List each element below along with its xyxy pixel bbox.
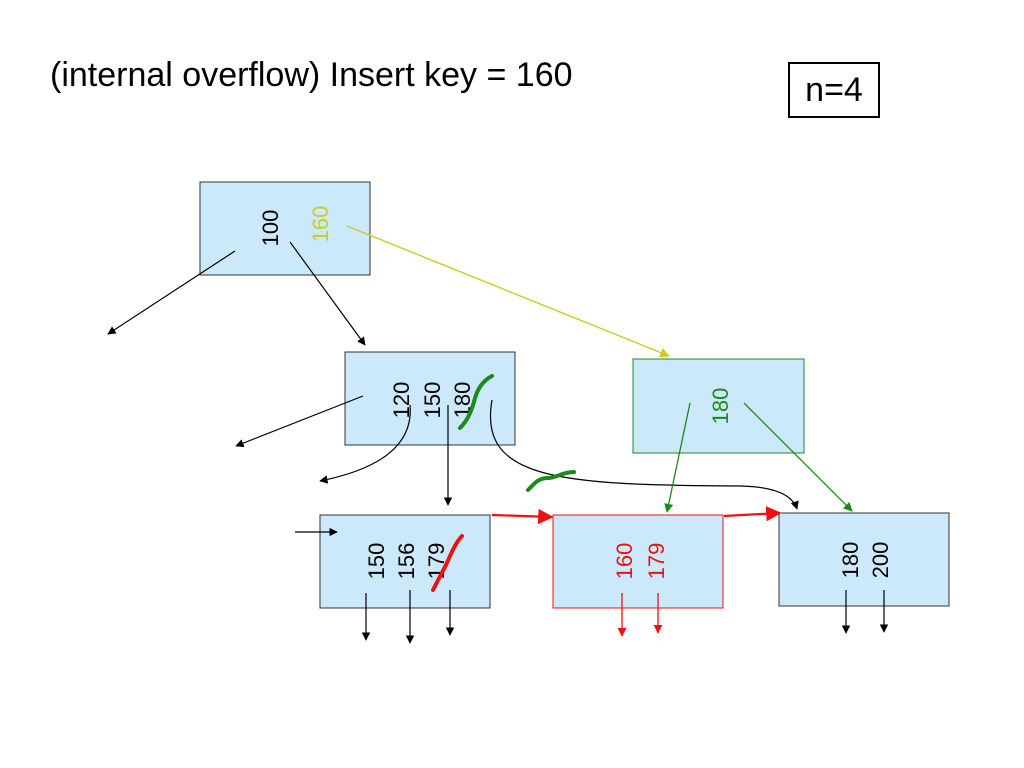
internal-left-key-150: 150: [420, 382, 445, 419]
order-label: n=4: [788, 62, 880, 118]
leaf-left-key-156: 156: [394, 543, 419, 580]
root-left-pointer: [107, 250, 236, 335]
leaf-left-key-179: 179: [424, 543, 449, 580]
leaf-new-key-160: 160: [612, 543, 637, 580]
leaf-right-key-200: 200: [868, 542, 893, 579]
green-strike-180: [458, 374, 494, 430]
internal-left-ptr-3: [489, 399, 799, 510]
leaf-right-node: 180 200: [778, 512, 950, 607]
green-strike-pointer: [526, 470, 576, 492]
root-key-160: 160: [308, 206, 333, 243]
page-title: (internal overflow) Insert key = 160: [50, 56, 573, 94]
red-pointers: [491, 506, 782, 525]
green-pointers: [664, 402, 853, 513]
leaf-new-key-179: 179: [644, 543, 669, 580]
internal-left-node: 120 150 180: [344, 351, 516, 446]
leaf-left-node: 150 156 179: [319, 514, 491, 609]
leaf-left-key-150: 150: [364, 543, 389, 580]
leaf-right-key-180: 180: [838, 542, 863, 579]
leaf-left-next-pointer: [491, 508, 554, 525]
leaf-new-next-pointer: [723, 506, 782, 522]
leaf-new-node: 160 179: [552, 514, 724, 609]
red-strike-179: [431, 534, 464, 592]
internal-right-ptr-0: [664, 402, 691, 513]
internal-right-ptr-1: [743, 402, 853, 512]
red-leaf-pointers: [617, 593, 663, 637]
internal-right-key-180: 180: [708, 388, 733, 425]
internal-right-node: 180: [632, 358, 805, 454]
root-new-pointer: [346, 225, 670, 358]
root-key-100: 100: [258, 210, 283, 247]
internal-left-ptr-1: [319, 404, 411, 484]
root-node: 100 160: [199, 181, 371, 276]
root-mid-pointer: [289, 241, 366, 346]
internal-left-ptr-0: [235, 395, 364, 448]
black-pointers: [107, 241, 889, 644]
